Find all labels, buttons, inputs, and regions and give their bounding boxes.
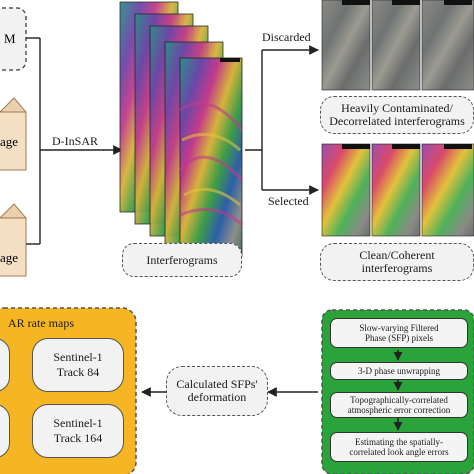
track-164-line1: Sentinel-1 [53,416,103,430]
discarded-interferograms [321,0,474,91]
interferograms-label: Interferograms [146,252,218,267]
clean-label-line1: Clean/Coherent [359,248,435,262]
image-input-label-1: age [0,134,18,149]
sfp-deformation-line1: Calculated SFPs' [176,377,258,391]
step-look-angle-errors: Estimating the spatially- correlated loo… [330,432,468,462]
input-connector [26,37,41,245]
track-84-box: Sentinel-1 Track 84 [32,338,124,392]
track-84-line2: Track 84 [56,365,100,379]
sfp-deformation-box: Calculated SFPs' deformation [166,366,268,416]
dem-label: M [4,31,16,46]
step-sfp-pixels: Slow-varying Filtered Phase (SFP) pixels [330,318,468,348]
interferograms-label-box: Interferograms [122,243,242,277]
rate-maps-title: AR rate maps [8,316,74,330]
selected-label: Selected [268,194,309,208]
step-sfp-pixels-line2: Phase (SFP) pixels [364,333,433,343]
step-phase-unwrapping-line1: 3-D phase unwrapping [358,366,440,376]
contaminated-label-line2: Decorrelated interferograms [329,114,465,128]
contaminated-label-box: Heavily Contaminated/ Decorrelated inter… [320,96,474,134]
contaminated-label-line1: Heavily Contaminated/ [341,101,453,115]
step-look-angle-errors-line2: correlated look angle errors [349,447,449,457]
step-atmospheric-correction-line1: Topographically-correlated [350,395,448,405]
image-input-label-2: age [0,250,18,265]
image-input-box-2 [0,203,27,277]
step-look-angle-errors-line1: Estimating the spatially- [355,437,443,447]
sfp-deformation-line2: deformation [187,390,247,404]
step-sfp-pixels-line1: Slow-varying Filtered [359,323,439,333]
clean-label-box: Clean/Coherent interferograms [320,243,474,281]
image-input-box-1 [0,97,27,171]
step-phase-unwrapping: 3-D phase unwrapping [330,362,468,380]
interferogram-stack [119,1,244,257]
clean-label-line2: interferograms [361,261,433,275]
clean-interferograms [321,143,474,237]
split-connector [245,50,263,190]
discarded-label: Discarded [262,30,311,44]
track-164-line2: Track 164 [53,431,103,445]
dinsar-label: D-InSAR [52,134,99,148]
dem-box [0,7,27,71]
track-164-box: Sentinel-1 Track 164 [32,404,124,458]
step-atmospheric-correction: Topographically-correlated atmospheric e… [330,392,468,418]
step-atmospheric-correction-line2: atmospheric error correction [347,405,451,415]
track-84-line1: Sentinel-1 [53,350,103,364]
